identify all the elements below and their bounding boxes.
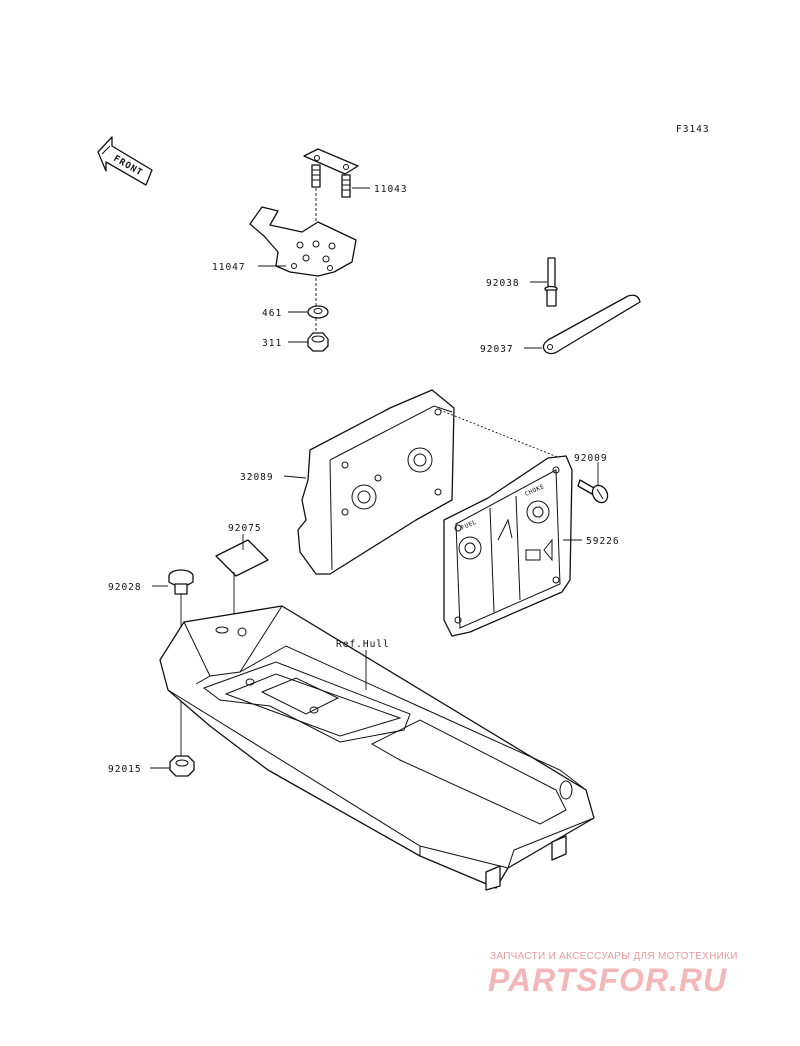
- part-label-59226: 59226: [586, 536, 620, 547]
- watermark-tagline: ЗАПЧАСТИ И АКСЕССУАРЫ ДЛЯ МОТОТЕХНИКИ: [490, 951, 738, 962]
- part-label-92038: 92038: [486, 278, 520, 289]
- part-label-92028: 92028: [108, 582, 142, 593]
- part-label-32089: 32089: [240, 472, 274, 483]
- front-arrow-icon: FRONT: [97, 136, 153, 186]
- cover-32089: [297, 389, 455, 575]
- ref-hull-label: Ref.Hull: [336, 639, 390, 650]
- strap-92037: [542, 294, 641, 355]
- screw-92009: [577, 479, 609, 504]
- washer-461: [307, 305, 329, 319]
- part-label-461: 461: [262, 308, 282, 319]
- part-label-11047: 11047: [212, 262, 246, 273]
- nut-311: [307, 332, 329, 352]
- watermark-brand: PARTSFOR.RU: [488, 962, 728, 998]
- part-label-92009: 92009: [574, 453, 608, 464]
- pin-92038: [544, 257, 558, 307]
- plug-92028: [168, 569, 194, 595]
- decal-92075: [215, 539, 269, 577]
- nut-92015: [169, 755, 195, 777]
- part-label-92015: 92015: [108, 764, 142, 775]
- part-label-311: 311: [262, 338, 282, 349]
- part-label-11043: 11043: [374, 184, 408, 195]
- bracket-11047: [249, 206, 357, 277]
- hull: [159, 605, 595, 891]
- diagram-code: F3143: [676, 124, 710, 135]
- bolt-plate-11043: [303, 148, 359, 198]
- panel-59226: FUEL CHOKE: [443, 455, 573, 637]
- part-label-92075: 92075: [228, 523, 262, 534]
- part-label-92037: 92037: [480, 344, 514, 355]
